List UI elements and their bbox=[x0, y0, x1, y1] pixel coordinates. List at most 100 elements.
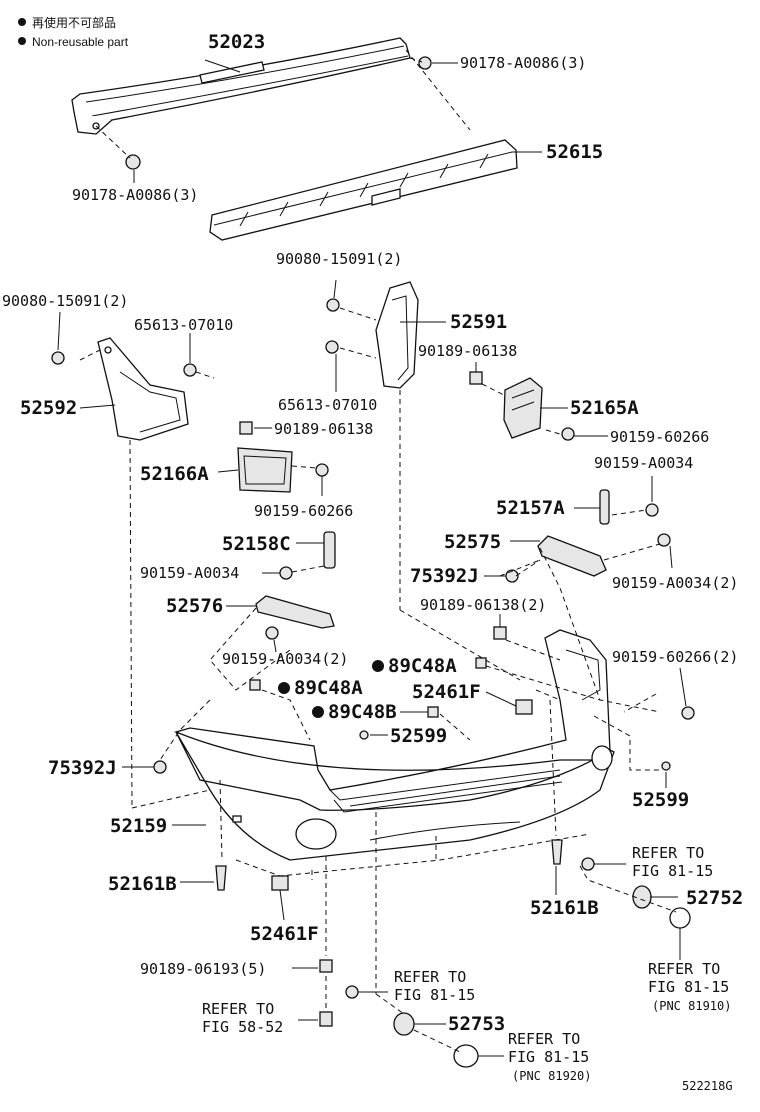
label-90189-06138-a: 90189-06138 bbox=[418, 342, 517, 360]
clip-icon bbox=[215, 865, 227, 891]
bracket-52576 bbox=[255, 595, 335, 629]
nut-icon bbox=[345, 985, 359, 999]
screw-icon bbox=[661, 761, 671, 771]
legend-bullet-jp bbox=[18, 18, 26, 26]
label-90189-06138-2: 90189-06138(2) bbox=[420, 596, 546, 614]
screw-icon bbox=[153, 760, 167, 774]
label-52166A: 52166A bbox=[140, 463, 209, 485]
clip-icon bbox=[239, 421, 253, 435]
label-90159-60266-b: 90159-60266 bbox=[254, 502, 353, 520]
screw-icon bbox=[315, 463, 329, 477]
refer-5-line3: (PNC 81920) bbox=[512, 1069, 591, 1083]
label-89C48A-b: 89C48A bbox=[294, 677, 363, 699]
pad-52165A bbox=[503, 377, 543, 439]
nut-icon bbox=[418, 56, 432, 70]
label-90159-A0034-2a: 90159-A0034(2) bbox=[612, 574, 738, 592]
legend-japanese: 再使用不可部品 bbox=[32, 15, 116, 30]
clip-icon bbox=[551, 839, 563, 865]
screw-icon bbox=[657, 533, 671, 547]
refer-3-line1: REFER TO bbox=[394, 968, 466, 986]
nut-icon bbox=[125, 154, 141, 170]
label-52461F-a: 52461F bbox=[412, 681, 481, 703]
pad-52461F-lower bbox=[271, 875, 289, 891]
retainer-52157A bbox=[599, 489, 610, 525]
refer-1-line2: FIG 81-15 bbox=[632, 862, 713, 880]
label-52023: 52023 bbox=[208, 31, 265, 53]
label-52752: 52752 bbox=[686, 887, 743, 909]
callout-labels: 52023 90178-A0086(3) 90178-A0086(3) 5261… bbox=[2, 31, 743, 1035]
screw-icon bbox=[359, 730, 369, 740]
clip-icon bbox=[319, 959, 333, 973]
refer-5-line1: REFER TO bbox=[508, 1030, 580, 1048]
assembly-dashed-lines bbox=[79, 49, 677, 1053]
screw-icon bbox=[326, 298, 340, 312]
clip-icon bbox=[475, 657, 487, 669]
side-bracket-52591 bbox=[375, 281, 419, 389]
screw-icon bbox=[51, 351, 65, 365]
clip-icon bbox=[427, 706, 439, 718]
refer-notes: REFER TO FIG 81-15 REFER TO FIG 81-15 (P… bbox=[202, 844, 731, 1083]
label-52615: 52615 bbox=[546, 141, 603, 163]
legend-english: Non-reusable part bbox=[32, 35, 129, 49]
label-90189-06193: 90189-06193(5) bbox=[140, 960, 266, 978]
refer-2-line1: REFER TO bbox=[648, 960, 720, 978]
label-90178-left: 90178-A0086(3) bbox=[72, 186, 198, 204]
screw-icon bbox=[265, 626, 279, 640]
label-52576: 52576 bbox=[166, 595, 223, 617]
label-90189-06138-b: 90189-06138 bbox=[274, 420, 373, 438]
label-89C48A-a: 89C48A bbox=[388, 655, 457, 677]
label-90159-A0034-2b: 90159-A0034(2) bbox=[222, 650, 348, 668]
screw-icon bbox=[645, 503, 659, 517]
label-52159: 52159 bbox=[110, 815, 167, 837]
label-52161B-a: 52161B bbox=[108, 873, 177, 895]
retainer-52158C bbox=[323, 531, 336, 569]
label-90080-left: 90080-15091(2) bbox=[2, 292, 128, 310]
label-52599-a: 52599 bbox=[390, 725, 447, 747]
label-90159-A0034-a: 90159-A0034 bbox=[594, 454, 693, 472]
label-65613-a: 65613-07010 bbox=[134, 316, 233, 334]
label-52461F-b: 52461F bbox=[250, 923, 319, 945]
label-89C48B: 89C48B bbox=[328, 701, 397, 723]
screw-icon bbox=[561, 427, 575, 441]
pad-52461F-upper bbox=[515, 699, 533, 715]
clip-icon bbox=[469, 371, 483, 385]
nut-icon bbox=[581, 857, 595, 871]
refer-2-line3: (PNC 81910) bbox=[652, 999, 731, 1013]
screw-icon bbox=[681, 706, 695, 720]
nut-icon bbox=[325, 340, 339, 354]
pad-52166A bbox=[237, 447, 293, 493]
bumper-cover-52159 bbox=[173, 629, 615, 861]
leader-lines bbox=[57, 59, 687, 1057]
label-52592: 52592 bbox=[20, 397, 77, 419]
bracket-52575 bbox=[537, 535, 607, 577]
refer-1-line1: REFER TO bbox=[632, 844, 704, 862]
label-90178-top: 90178-A0086(3) bbox=[460, 54, 586, 72]
refer-5-line2: FIG 81-15 bbox=[508, 1048, 589, 1066]
fastener-icons bbox=[51, 56, 695, 1027]
label-75392J-b: 75392J bbox=[48, 757, 117, 779]
label-90159-60266-2: 90159-60266(2) bbox=[612, 648, 738, 666]
energy-absorber-52615 bbox=[209, 139, 518, 241]
screw-icon bbox=[319, 1011, 333, 1027]
label-52599-b: 52599 bbox=[632, 789, 689, 811]
label-90159-60266-a: 90159-60266 bbox=[610, 428, 709, 446]
label-65613-b: 65613-07010 bbox=[278, 396, 377, 414]
label-52575: 52575 bbox=[444, 531, 501, 553]
label-52157A: 52157A bbox=[496, 497, 565, 519]
label-52165A: 52165A bbox=[570, 397, 639, 419]
label-52158C: 52158C bbox=[222, 533, 291, 555]
clip-icon bbox=[249, 679, 261, 691]
label-75392J-a: 75392J bbox=[410, 565, 479, 587]
screw-icon bbox=[279, 566, 293, 580]
label-52753: 52753 bbox=[448, 1013, 505, 1035]
refer-4-line2: FIG 58-52 bbox=[202, 1018, 283, 1036]
refer-3-line2: FIG 81-15 bbox=[394, 986, 475, 1004]
refer-4-line1: REFER TO bbox=[202, 1000, 274, 1018]
reinforcement-beam-52023 bbox=[71, 37, 411, 135]
refer-2-line2: FIG 81-15 bbox=[648, 978, 729, 996]
label-52591: 52591 bbox=[450, 311, 507, 333]
nut-icon bbox=[183, 363, 197, 377]
clip-icon bbox=[493, 626, 507, 640]
